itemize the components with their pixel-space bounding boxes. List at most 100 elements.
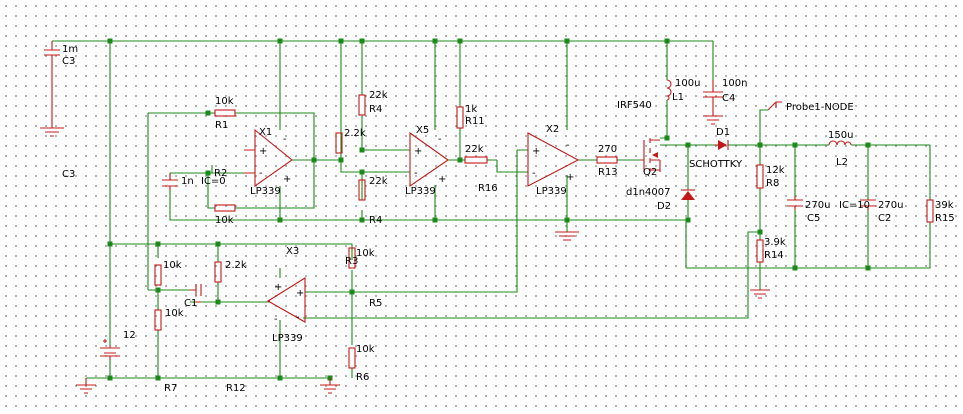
x3-model: LP339 [272,333,303,344]
r11-ref: R11 [465,116,485,127]
resistor-2-2k-lower[interactable] [214,261,222,283]
junction-dot [277,375,283,381]
capacitor-c2[interactable] [860,199,876,210]
junction-dot [757,142,763,148]
x3-ref: X3 [286,246,299,257]
capacitor-c4[interactable] [703,80,723,110]
opamp-x5[interactable] [409,131,449,188]
c5-ic: IC=10 [839,200,870,211]
junction-dot [685,217,691,223]
r4-top-ref: R4 [369,104,382,115]
junction-dot [432,38,438,44]
r8-ref: R8 [766,178,779,189]
r3-value: 10k [356,248,375,259]
capacitor-c1-lower[interactable] [190,284,202,303]
r8-value: 12k [766,165,785,176]
mosfet-q2[interactable] [640,138,661,172]
wire [305,149,528,293]
junction-dot [359,169,365,175]
pin-marker: + [414,146,422,157]
junction-dot [359,147,365,153]
r16-value: 22k [465,144,484,155]
junction-dot [564,38,570,44]
resistor-r3[interactable] [348,247,356,269]
resistor-10k-left[interactable] [154,264,162,286]
diode-d2[interactable] [681,189,695,200]
c4-value: 100n [722,78,747,89]
battery-icon[interactable] [100,339,120,360]
resistor-r8[interactable] [756,164,764,189]
r6-ref: R6 [356,372,369,383]
junction-dot [564,217,570,223]
resistor-r4-bottom[interactable] [214,204,236,212]
opamp-x3[interactable] [266,277,306,323]
junction-dot [664,38,670,44]
r14-value: 3.9k [764,237,786,248]
r14-ref: R14 [764,250,784,261]
junction-dot [792,265,798,271]
resistor-r14[interactable] [756,239,764,263]
r12-ref: R12 [226,383,246,394]
r4-top-value: 22k [369,90,388,101]
capacitor-c1[interactable] [162,173,178,190]
junction-dot [277,217,283,223]
c5-value: 270u [805,200,830,211]
opamp-x2[interactable] [527,132,580,187]
opamp-pin-markers: + - - + + - - + + - - + + - + - [259,134,574,325]
c4-ref: C4 [722,93,735,104]
resistor-r15[interactable] [926,199,934,223]
c1-ic: IC=0 [201,176,226,187]
junction-dot [359,38,365,44]
wire [148,112,341,161]
resistor-r13[interactable] [596,156,618,164]
junction-dot [155,375,161,381]
junction-dot [757,229,763,235]
r16-ref: R16 [478,183,498,194]
d2-model: d1n4007 [626,187,671,198]
junction-dot [865,142,871,148]
resistor-2-2k[interactable] [335,132,343,154]
wire [303,109,768,319]
r5-ref: R5 [369,298,382,309]
junction-dot [155,241,161,247]
c2-value: 270u [878,200,903,211]
junction-dot [338,38,344,44]
ground-icon [703,110,723,125]
resistor-22k-mid[interactable] [358,179,366,201]
r13-ref: R13 [598,167,618,178]
resistor-r1[interactable] [214,109,236,117]
pin-marker: + [296,288,304,299]
resistor-r6[interactable] [348,347,356,369]
r-10k-left-value: 10k [163,260,182,271]
probe-icon[interactable] [767,101,782,111]
diode-d1[interactable] [715,140,729,150]
junction-dot [865,265,871,271]
c3-orphan-ref: C3 [62,169,75,180]
opamp-x1[interactable] [244,128,293,188]
ground-icon [320,378,340,394]
resistor-r16[interactable] [464,156,488,164]
d2-ref: D2 [657,201,671,212]
junction-dot [338,157,344,163]
l1-value: 100u [675,78,700,89]
capacitor-c5[interactable] [787,196,803,210]
junction-dot [664,135,670,141]
r15-value: 39k [935,200,954,211]
c3-value: 1m [62,44,78,55]
d1-model: SCHOTTKY [689,159,743,170]
junction-dot [685,142,691,148]
resistor-r11[interactable] [456,106,464,129]
resistor-r4-top[interactable] [358,94,366,116]
wire [52,40,714,80]
inductor-l2[interactable] [828,140,852,146]
ground-icon [750,289,770,299]
junction-dot [277,38,283,44]
inductor-l1[interactable] [666,79,672,101]
junction-dot [215,299,221,305]
resistor-10k-lower[interactable] [154,309,162,331]
pin-marker: + [283,174,291,185]
l1-ref: L1 [672,92,684,103]
capacitor-c3[interactable] [44,41,60,128]
x2-model: LP339 [536,186,567,197]
